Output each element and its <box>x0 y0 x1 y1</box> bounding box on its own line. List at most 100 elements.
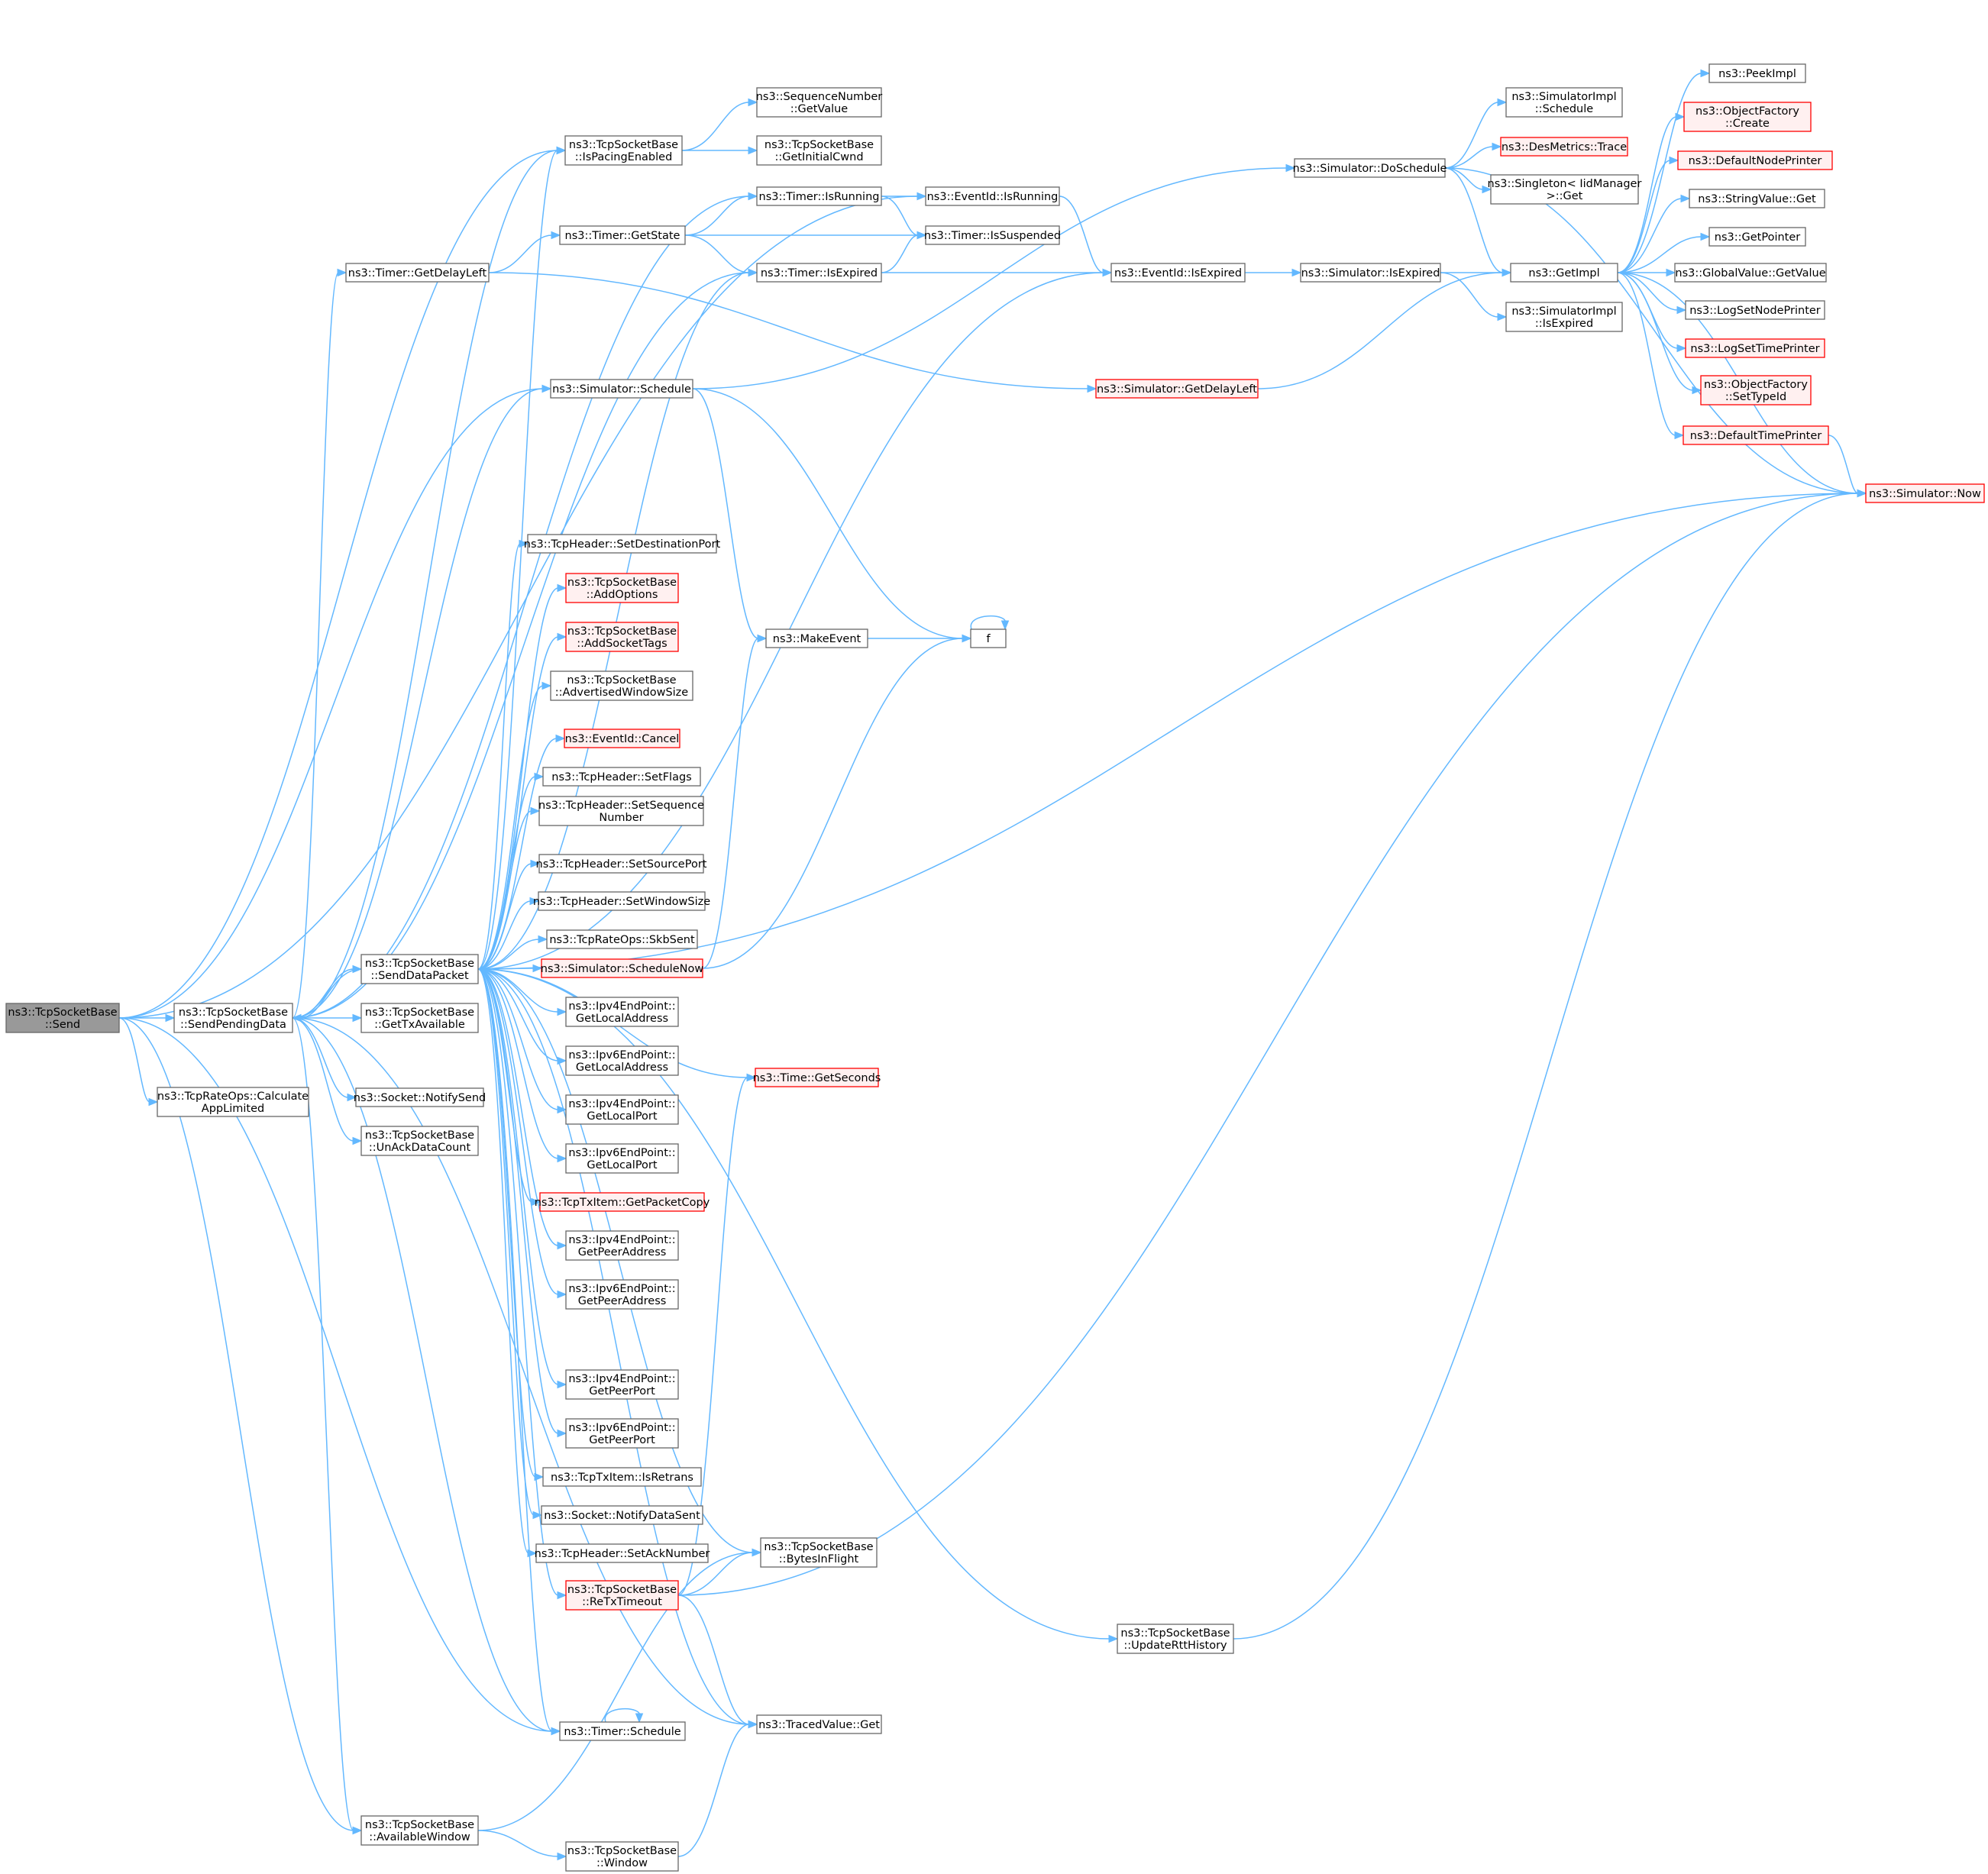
node-logsetnode[interactable]: ns3::LogSetNodePrinter <box>1685 300 1825 320</box>
node-timerisrun[interactable]: ns3::Timer::IsRunning <box>756 186 882 206</box>
node-evrun[interactable]: ns3::EventId::IsRunning <box>925 186 1060 206</box>
node-label: ns3::TcpSocketBase <box>365 958 474 970</box>
node-dosched[interactable]: ns3::Simulator::DoSchedule <box>1293 158 1447 178</box>
node-updatertt[interactable]: ns3::TcpSocketBase::UpdateRttHistory <box>1117 1624 1234 1654</box>
node-getstate[interactable]: ns3::Timer::GetState <box>559 225 686 245</box>
node-strget[interactable]: ns3::StringValue::Get <box>1689 189 1825 208</box>
node-box <box>565 622 679 652</box>
node-pktcopy[interactable]: ns3::TcpTxItem::GetPacketCopy <box>535 1192 710 1212</box>
node-notifydata[interactable]: ns3::Socket::NotifyDataSent <box>541 1505 703 1525</box>
node-addopt[interactable]: ns3::TcpSocketBase::AddOptions <box>565 573 679 603</box>
node-ip4pp[interactable]: ns3::Ipv4EndPoint::GetPeerPort <box>565 1369 679 1400</box>
node-isretrans[interactable]: ns3::TcpTxItem::IsRetrans <box>542 1467 702 1487</box>
node-ip6pp[interactable]: ns3::Ipv6EndPoint::GetPeerPort <box>565 1418 679 1449</box>
node-defnode[interactable]: ns3::DefaultNodePrinter <box>1677 150 1833 170</box>
node-label: ns3::TcpSocketBase <box>764 139 874 151</box>
node-getimpl[interactable]: ns3::GetImpl <box>1510 263 1618 283</box>
node-setwin[interactable]: ns3::TcpHeader::SetWindowSize <box>533 891 710 911</box>
node-singleton[interactable]: ns3::Singleton< IidManager>::Get <box>1488 174 1642 205</box>
node-advwin[interactable]: ns3::TcpSocketBase::AdvertisedWindowSize <box>550 670 693 701</box>
node-bytesfl[interactable]: ns3::TcpSocketBase::BytesInFlight <box>760 1537 878 1568</box>
node-ispacing[interactable]: ns3::TcpSocketBase::IsPacingEnabled <box>564 135 683 166</box>
node-gettx[interactable]: ns3::TcpSocketBase::GetTxAvailable <box>360 1003 479 1033</box>
node-timersched[interactable]: ns3::Timer::Schedule <box>559 1721 686 1741</box>
node-getsec[interactable]: ns3::Time::GetSeconds <box>753 1068 881 1087</box>
node-logsettime[interactable]: ns3::LogSetTimePrinter <box>1685 338 1825 358</box>
node-peekimpl[interactable]: ns3::PeekImpl <box>1708 63 1806 83</box>
node-addtags[interactable]: ns3::TcpSocketBase::AddSocketTags <box>565 622 679 652</box>
node-notifysend[interactable]: ns3::Socket::NotifySend <box>354 1087 486 1107</box>
node-cancel[interactable]: ns3::EventId::Cancel <box>564 729 680 748</box>
node-deftime[interactable]: ns3::DefaultTimePrinter <box>1683 425 1829 445</box>
node-label: ns3::Simulator::Schedule <box>552 383 691 396</box>
node-getdelay[interactable]: ns3::Timer::GetDelayLeft <box>345 263 490 283</box>
node-timersusp[interactable]: ns3::Timer::IsSuspended <box>924 225 1061 245</box>
node-ip6lp[interactable]: ns3::Ipv6EndPoint::GetLocalPort <box>565 1143 679 1174</box>
node-setack[interactable]: ns3::TcpHeader::SetAckNumber <box>535 1543 710 1563</box>
node-label: ns3::PeekImpl <box>1718 68 1796 80</box>
edge-getimpl-to-strget <box>1617 194 1691 273</box>
node-ip4pa[interactable]: ns3::Ipv4EndPoint::GetPeerAddress <box>565 1230 679 1261</box>
edge-senddata-to-sendpending <box>291 968 362 1023</box>
node-ofsettype[interactable]: ns3::ObjectFactory::SetTypeId <box>1700 375 1812 405</box>
node-unack[interactable]: ns3::TcpSocketBase::UnAckDataCount <box>360 1126 479 1156</box>
edge-senddata-to-ip6lp <box>477 968 567 1163</box>
node-evexp[interactable]: ns3::EventId::IsExpired <box>1110 263 1246 283</box>
node-implsched[interactable]: ns3::SimulatorImpl::Schedule <box>1505 87 1623 118</box>
node-label: ::ReTxTimeout <box>582 1596 662 1608</box>
node-retx[interactable]: ns3::TcpSocketBase::ReTxTimeout <box>565 1580 679 1611</box>
node-ip4lp[interactable]: ns3::Ipv4EndPoint::GetLocalPort <box>565 1094 679 1125</box>
node-label: ::GetInitialCwnd <box>774 151 863 163</box>
node-window[interactable]: ns3::TcpSocketBase::Window <box>565 1841 679 1872</box>
node-setflags[interactable]: ns3::TcpHeader::SetFlags <box>542 767 701 787</box>
node-now[interactable]: ns3::Simulator::Now <box>1865 483 1985 503</box>
node-ip6pa[interactable]: ns3::Ipv6EndPoint::GetPeerAddress <box>565 1279 679 1310</box>
node-timerisexp[interactable]: ns3::Timer::IsExpired <box>756 263 882 283</box>
node-f[interactable]: f <box>970 628 1007 648</box>
edge-senddata-to-timerisexp <box>477 268 758 970</box>
node-skbsent[interactable]: ns3::TcpRateOps::SkbSent <box>546 929 698 949</box>
node-gvget[interactable]: ns3::GlobalValue::GetValue <box>1674 263 1827 283</box>
node-setdst[interactable]: ns3::TcpHeader::SetDestinationPort <box>524 534 721 554</box>
node-desmetrics[interactable]: ns3::DesMetrics::Trace <box>1500 137 1628 157</box>
node-label: ::Send <box>45 1019 80 1031</box>
node-box <box>1110 263 1246 283</box>
node-box <box>538 854 704 874</box>
node-ofcreate[interactable]: ns3::ObjectFactory::Create <box>1683 102 1812 132</box>
node-box <box>1490 174 1639 205</box>
node-label: ns3::StringValue::Get <box>1698 193 1816 205</box>
node-label: ns3::Simulator::DoSchedule <box>1293 163 1447 175</box>
node-senddata[interactable]: ns3::TcpSocketBase::SendDataPacket <box>360 954 479 984</box>
node-simschedule[interactable]: ns3::Simulator::Schedule <box>550 379 693 399</box>
node-implisexp[interactable]: ns3::SimulatorImpl::IsExpired <box>1505 302 1623 332</box>
node-availwin[interactable]: ns3::TcpSocketBase::AvailableWindow <box>360 1815 479 1846</box>
edge-ispacing-to-initcwnd <box>682 146 758 155</box>
node-label: ns3::GetImpl <box>1528 267 1599 279</box>
edge-timerisexp-to-timersusp <box>881 231 927 273</box>
edge-schednow-to-f <box>702 634 972 969</box>
node-box <box>564 729 680 748</box>
node-send[interactable]: ns3::TcpSocketBase::Send <box>5 1003 120 1033</box>
node-label: ::GetTxAvailable <box>374 1019 465 1031</box>
node-label: ns3::TcpSocketBase <box>764 1541 873 1553</box>
node-initcwnd[interactable]: ns3::TcpSocketBase::GetInitialCwnd <box>756 135 882 166</box>
node-box <box>541 958 703 978</box>
node-setsrc[interactable]: ns3::TcpHeader::SetSourcePort <box>536 854 707 874</box>
node-seqget[interactable]: ns3::SequenceNumber::GetValue <box>756 87 883 118</box>
node-sendpending[interactable]: ns3::TcpSocketBase::SendPendingData <box>173 1003 293 1033</box>
node-ip6la[interactable]: ns3::Ipv6EndPoint::GetLocalAddress <box>565 1045 679 1076</box>
node-ip4la[interactable]: ns3::Ipv4EndPoint::GetLocalAddress <box>565 997 679 1027</box>
node-box <box>546 929 698 949</box>
node-box <box>756 263 882 283</box>
node-simisexp[interactable]: ns3::Simulator::IsExpired <box>1300 263 1441 283</box>
node-label: ns3::TcpHeader::SetAckNumber <box>535 1548 710 1560</box>
node-getptr[interactable]: ns3::GetPointer <box>1708 227 1806 247</box>
node-tracedget[interactable]: ns3::TracedValue::Get <box>756 1714 882 1734</box>
node-simgetdelay[interactable]: ns3::Simulator::GetDelayLeft <box>1095 379 1259 399</box>
node-schednow[interactable]: ns3::Simulator::ScheduleNow <box>541 958 704 978</box>
node-makeevent[interactable]: ns3::MakeEvent <box>765 628 868 648</box>
node-box <box>1505 87 1623 118</box>
edge-dosched-to-implsched <box>1444 98 1508 169</box>
